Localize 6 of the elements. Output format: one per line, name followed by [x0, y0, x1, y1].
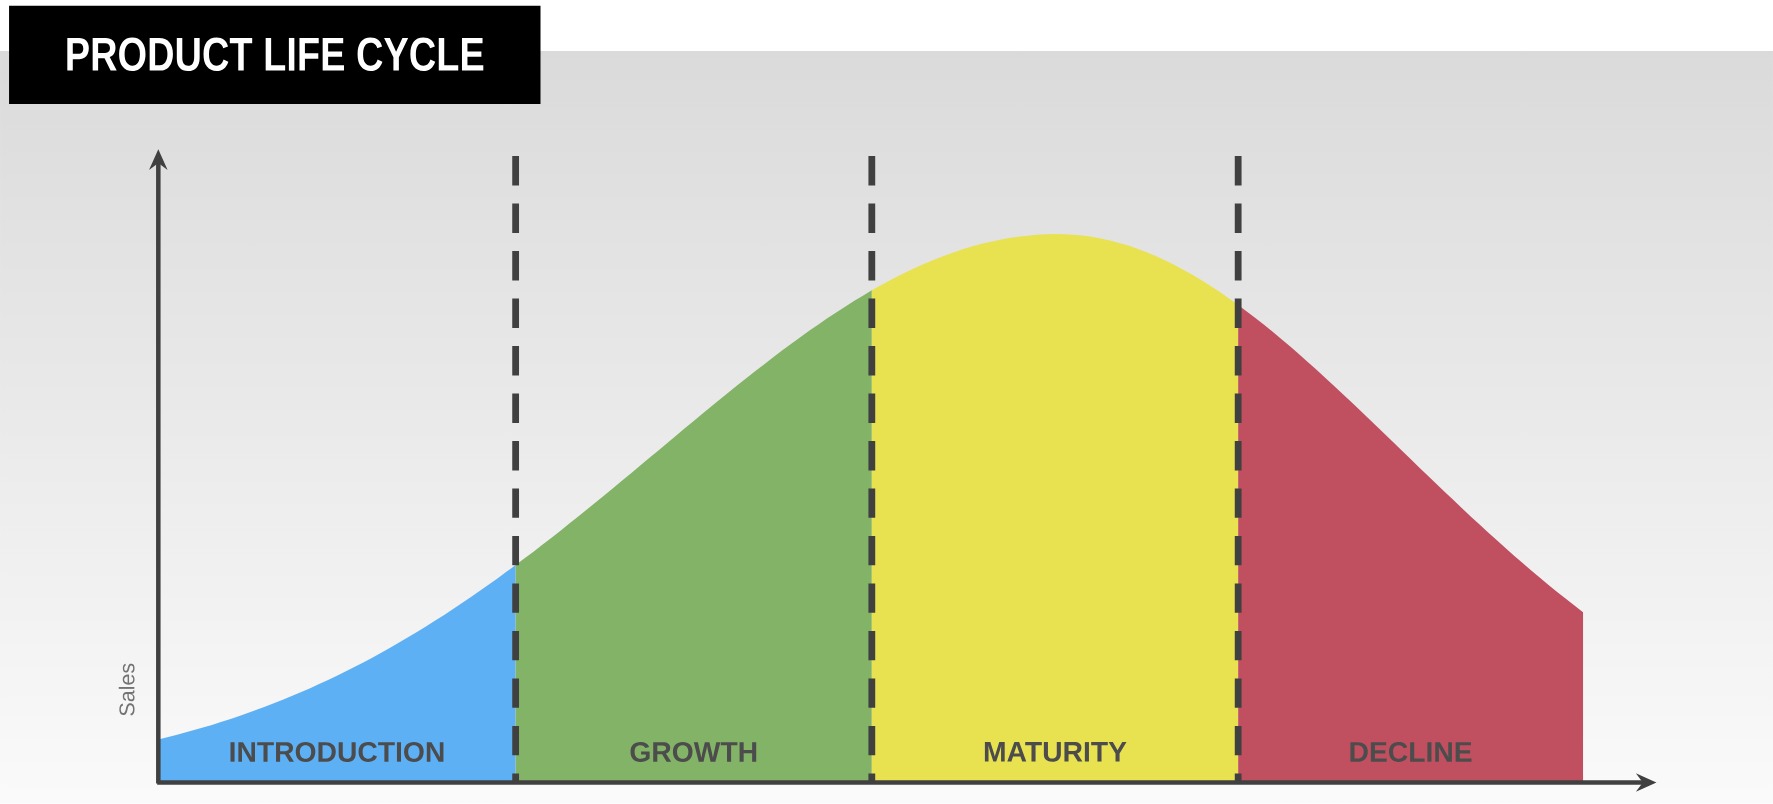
axis-label: Sales — [118, 663, 135, 716]
stage-area: GROWTH — [515, 290, 872, 783]
title-banner: PRODUCT LIFE CYCLE — [9, 5, 541, 105]
stage-area: INTRODUCTION — [158, 565, 516, 783]
stage-area: DECLINE — [1238, 305, 1584, 783]
stage-area: MATURITY — [871, 234, 1239, 783]
